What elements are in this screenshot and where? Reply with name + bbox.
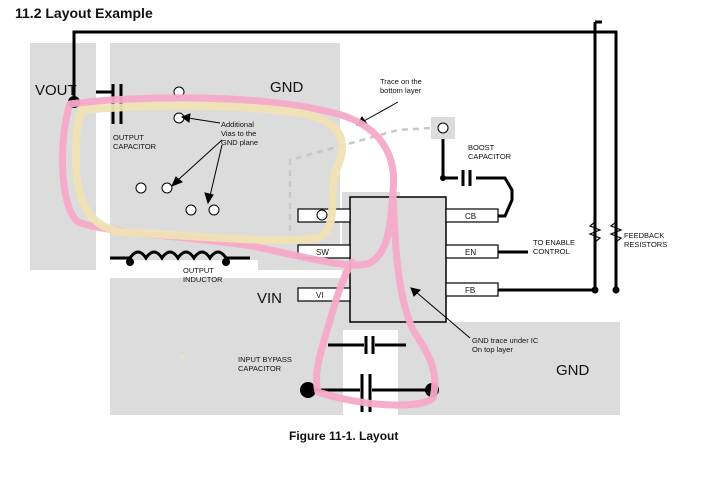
en-pin	[445, 244, 499, 259]
additional-vias-label-3: GND plane	[221, 138, 258, 147]
gnd-top-label: GND	[270, 79, 304, 96]
pink-highlight	[58, 94, 439, 409]
output-inductor	[110, 250, 250, 261]
via	[316, 209, 328, 221]
boost-capacitor-label-1: BOOST	[468, 143, 495, 152]
fb-pin-label: FB	[465, 286, 475, 295]
output-capacitor-label-2: CAPACITOR	[113, 142, 157, 151]
via	[161, 182, 173, 194]
section-heading: 11.2 Layout Example	[15, 5, 153, 21]
output-capacitor-label-1: OUTPUT	[113, 133, 144, 142]
via	[437, 122, 449, 134]
boost-capacitor-label-2: CAPACITOR	[468, 152, 512, 161]
vout-label: VOUT	[35, 82, 77, 99]
cb-pin-label: CB	[465, 212, 476, 221]
sw-pin-label: SW	[316, 248, 329, 257]
output-inductor-label-2: INDUCTOR	[183, 275, 223, 284]
gnd-bottom-label: GND	[556, 362, 590, 379]
additional-vias-label-2: Vias to the	[221, 129, 256, 138]
via	[208, 204, 220, 216]
feedback-resistor-2	[609, 221, 623, 243]
fb-pin	[445, 282, 499, 297]
enable-control-label-2: CONTROL	[533, 247, 570, 256]
feedback-resistors-label-1: FEEDBACK	[624, 231, 664, 240]
gnd-top-plane	[110, 43, 340, 260]
input-bypass-label-2: CAPACITOR	[238, 364, 282, 373]
via	[173, 112, 185, 124]
output-inductor-label-1: OUTPUT	[183, 266, 214, 275]
input-bypass-label-1: INPUT BYPASS	[238, 355, 292, 364]
vin-pin-label: VI	[316, 291, 324, 300]
gnd-trace-label-2: On top layer	[472, 345, 513, 354]
bottom-layer-trace	[288, 126, 432, 242]
yellow-highlight	[72, 101, 347, 245]
vout-feedback-trace	[72, 30, 618, 290]
via	[185, 204, 197, 216]
trace-bottom-label-2: bottom layer	[380, 86, 422, 95]
gnd-trace-label-1: GND trace under IC	[472, 336, 539, 345]
via	[135, 182, 147, 194]
enable-control-label-1: TO ENABLE	[533, 238, 575, 247]
figure-caption: Figure 11-1. Layout	[289, 429, 398, 443]
feedback-resistor-1	[588, 221, 602, 243]
vin-label: VIN	[257, 290, 282, 307]
boost-trace	[441, 139, 458, 180]
trace-bottom-label-1: Trace on the	[380, 77, 422, 86]
additional-vias-label-1: Additional	[221, 120, 254, 129]
feedback-resistors-label-2: RESISTORS	[624, 240, 667, 249]
en-pin-label: EN	[465, 248, 476, 257]
cb-pin	[445, 208, 499, 223]
